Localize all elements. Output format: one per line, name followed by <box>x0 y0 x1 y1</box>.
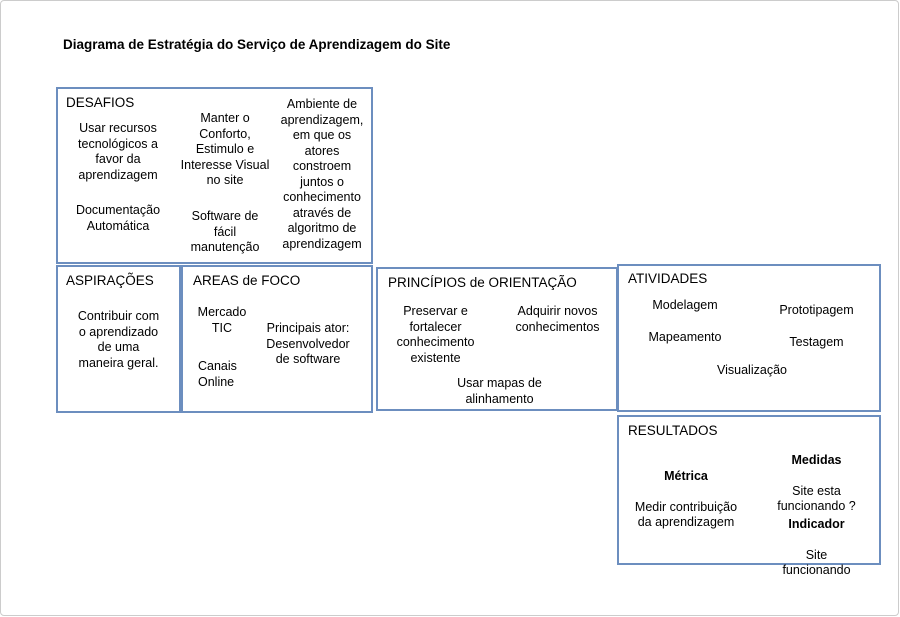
desafios-title: DESAFIOS <box>66 95 135 110</box>
desafios-item-conforto: Manter o Conforto, Estimulo e Interesse … <box>180 111 270 187</box>
areas-title: AREAS de FOCO <box>193 273 301 288</box>
box-desafios: DESAFIOS Usar recursos tecnológicos a fa… <box>56 87 373 264</box>
resultados-group-medidas: Medidas Site esta funcionando ? <box>764 437 869 530</box>
aspiracoes-title: ASPIRAÇÕES <box>66 273 154 288</box>
principios-title: PRINCÍPIOS de ORIENTAÇÃO <box>388 275 577 290</box>
atividades-item-testagem: Testagem <box>789 335 844 349</box>
box-aspiracoes: ASPIRAÇÕES Contribuir com o aprendizado … <box>56 265 181 413</box>
desafios-item-documentacao: Documentação Automática <box>75 203 161 233</box>
desafios-item-ambiente: Ambiente de aprendizagem, em que os ator… <box>280 97 364 251</box>
resultados-group-metrica: Métrica Medir contribuição da aprendizag… <box>623 453 749 546</box>
resultados-title: RESULTADOS <box>628 423 718 438</box>
desafios-item-software: Software de fácil manutenção <box>190 209 260 254</box>
medidas-text: Site esta funcionando ? <box>777 483 856 514</box>
box-areas-de-foco: AREAS de FOCO Mercado TIC Canais Online … <box>181 265 373 413</box>
atividades-item-prototipagem: Prototipagem <box>779 303 854 317</box>
atividades-item-visualizacao: Visualização <box>717 363 787 377</box>
principios-item-preservar: Preservar e fortalecer conhecimento exis… <box>396 304 475 365</box>
diagram-title: Diagrama de Estratégia do Serviço de Apr… <box>63 37 451 52</box>
resultados-group-indicador: Indicador Site funcionando <box>764 501 869 594</box>
indicador-text: Site funcionando <box>782 547 851 578</box>
box-resultados: RESULTADOS Métrica Medir contribuição da… <box>617 415 881 577</box>
indicador-label: Indicador <box>788 516 845 531</box>
atividades-item-modelagem: Modelagem <box>652 298 718 312</box>
medidas-label: Medidas <box>791 452 842 467</box>
box-atividades: ATIVIDADES Modelagem Prototipagem Mapeam… <box>617 264 881 412</box>
principios-item-mapas: Usar mapas de alinhamento <box>457 376 542 406</box>
atividades-item-mapeamento: Mapeamento <box>648 330 722 344</box>
principios-item-adquirir: Adquirir novos conhecimentos <box>515 304 600 334</box>
areas-item-principais-ator: Principais ator: Desenvolvedor de softwa… <box>266 321 350 366</box>
box-principios: PRINCÍPIOS de ORIENTAÇÃO Preservar e for… <box>376 267 618 411</box>
aspiracoes-item-contribuir: Contribuir com o aprendizado de uma mane… <box>77 309 160 370</box>
areas-item-canais-online: Canais Online <box>198 359 237 389</box>
desafios-item-recursos: Usar recursos tecnológicos a favor da ap… <box>78 121 158 182</box>
metrica-text: Medir contribuição da aprendizagem <box>634 499 738 530</box>
areas-item-mercado-tic: Mercado TIC <box>197 305 247 335</box>
atividades-title: ATIVIDADES <box>628 271 708 286</box>
metrica-label: Métrica <box>664 468 708 483</box>
